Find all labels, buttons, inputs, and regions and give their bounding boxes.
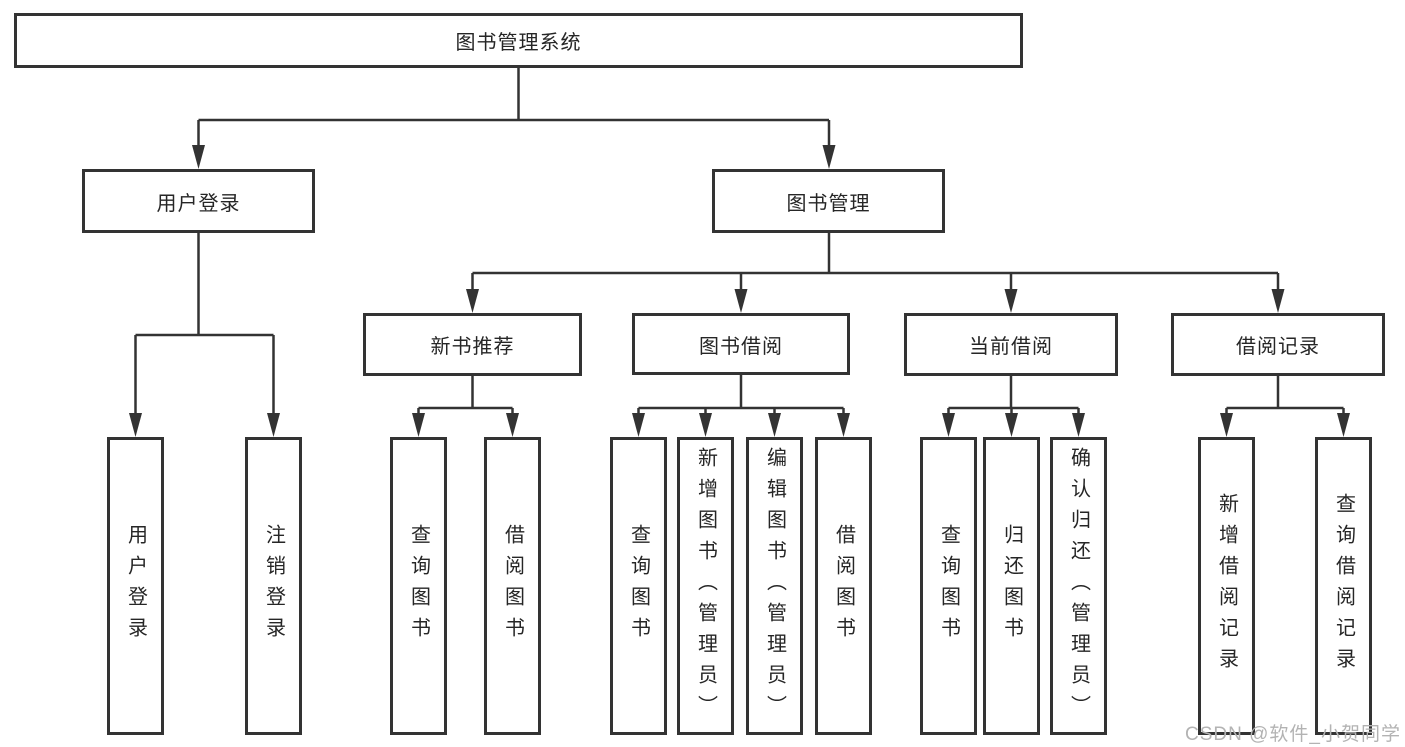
leaf-query-books-recommend-label: 查询图书 xyxy=(407,524,430,648)
node-book-management: 图书管理 xyxy=(712,169,945,233)
node-user-login: 用户登录 xyxy=(82,169,315,233)
leaf-edit-books-admin: 编辑图书（管理员） xyxy=(746,437,803,735)
node-user-login-label: 用户登录 xyxy=(156,192,241,215)
leaf-query-books-current-label: 查询图书 xyxy=(937,524,960,648)
leaf-query-books-borrow-label: 查询图书 xyxy=(627,524,650,648)
leaf-user-login-label: 用户登录 xyxy=(124,524,147,648)
node-new-book-recommend: 新书推荐 xyxy=(363,313,582,376)
leaf-query-borrow-record-label: 查询借阅记录 xyxy=(1332,493,1355,679)
leaf-query-books-borrow: 查询图书 xyxy=(610,437,667,735)
node-root-system-label: 图书管理系统 xyxy=(455,32,582,54)
watermark-text: CSDN @软件_小贺同学 xyxy=(1185,724,1401,745)
leaf-return-books-label: 归还图书 xyxy=(1000,524,1023,648)
leaf-logout: 注销登录 xyxy=(245,437,302,735)
leaf-borrow-books-recommend: 借阅图书 xyxy=(484,437,541,735)
leaf-add-borrow-record: 新增借阅记录 xyxy=(1198,437,1255,735)
node-current-borrow: 当前借阅 xyxy=(904,313,1118,376)
leaf-borrow-books-recommend-label: 借阅图书 xyxy=(501,524,524,648)
node-book-borrow-label: 图书借阅 xyxy=(699,335,783,358)
leaf-add-books-admin: 新增图书（管理员） xyxy=(677,437,734,735)
leaf-add-borrow-record-label: 新增借阅记录 xyxy=(1215,493,1238,679)
node-book-borrow: 图书借阅 xyxy=(632,313,850,375)
leaf-add-books-admin-label: 新增图书（管理员） xyxy=(694,446,717,726)
leaf-borrow-books: 借阅图书 xyxy=(815,437,872,735)
leaf-query-books-current: 查询图书 xyxy=(920,437,977,735)
leaf-query-borrow-record: 查询借阅记录 xyxy=(1315,437,1372,735)
leaf-confirm-return-admin-label: 确认归还（管理员） xyxy=(1067,446,1090,726)
node-borrow-records: 借阅记录 xyxy=(1171,313,1385,376)
node-root-system: 图书管理系统 xyxy=(14,13,1023,68)
node-borrow-records-label: 借阅记录 xyxy=(1236,336,1320,358)
node-new-book-recommend-label: 新书推荐 xyxy=(430,336,515,358)
leaf-logout-label: 注销登录 xyxy=(262,524,285,648)
leaf-query-books-recommend: 查询图书 xyxy=(390,437,447,735)
leaf-user-login: 用户登录 xyxy=(107,437,164,735)
leaf-edit-books-admin-label: 编辑图书（管理员） xyxy=(763,446,786,726)
leaf-confirm-return-admin: 确认归还（管理员） xyxy=(1050,437,1107,735)
leaf-borrow-books-label: 借阅图书 xyxy=(832,524,855,648)
leaf-return-books: 归还图书 xyxy=(983,437,1040,735)
node-current-borrow-label: 当前借阅 xyxy=(969,336,1053,358)
node-book-management-label: 图书管理 xyxy=(786,192,871,215)
